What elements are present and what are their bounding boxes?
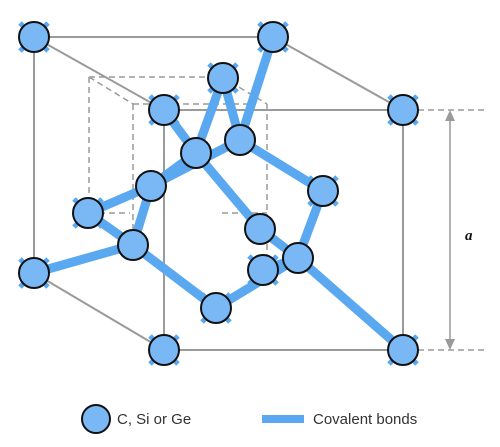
hidden-edge: [221, 76, 268, 105]
atom: [200, 292, 232, 324]
atom: [307, 175, 339, 207]
atom: [180, 137, 212, 169]
cube-edge: [33, 36, 165, 111]
legend-atom-label: C, Si or Ge: [117, 411, 191, 428]
hidden-edge: [88, 76, 134, 105]
atom: [117, 229, 149, 261]
covalent-bond: [192, 150, 264, 232]
atom: [72, 197, 104, 229]
covalent-bond: [295, 254, 406, 354]
dimension-arrowhead-top: [445, 110, 455, 121]
atom: [207, 62, 239, 94]
atom: [387, 334, 419, 366]
atom: [135, 170, 167, 202]
dimension-indicator: a: [418, 109, 485, 351]
dimension-label: a: [465, 228, 473, 244]
legend-bond-icon: [262, 415, 304, 423]
atom: [257, 21, 289, 53]
atom: [148, 334, 180, 366]
atom: [148, 94, 180, 126]
atom: [224, 124, 256, 156]
covalent-bond: [237, 136, 326, 195]
covalent-bond: [235, 35, 278, 142]
atom: [387, 94, 419, 126]
atom: [18, 21, 50, 53]
covalent-bond: [32, 240, 135, 278]
atoms: [18, 21, 419, 366]
legend-bond-label: Covalent bonds: [313, 411, 417, 428]
atom: [244, 213, 276, 245]
cube-edge: [33, 272, 165, 351]
atom: [247, 254, 279, 286]
legend: C, Si or Ge Covalent bonds: [81, 404, 417, 434]
dimension-arrowhead-bottom: [445, 339, 455, 350]
outer-cube: [33, 36, 404, 351]
atom: [282, 242, 314, 274]
atom: [18, 257, 50, 289]
cube-edge: [272, 36, 404, 111]
legend-atom-icon: [81, 404, 111, 434]
